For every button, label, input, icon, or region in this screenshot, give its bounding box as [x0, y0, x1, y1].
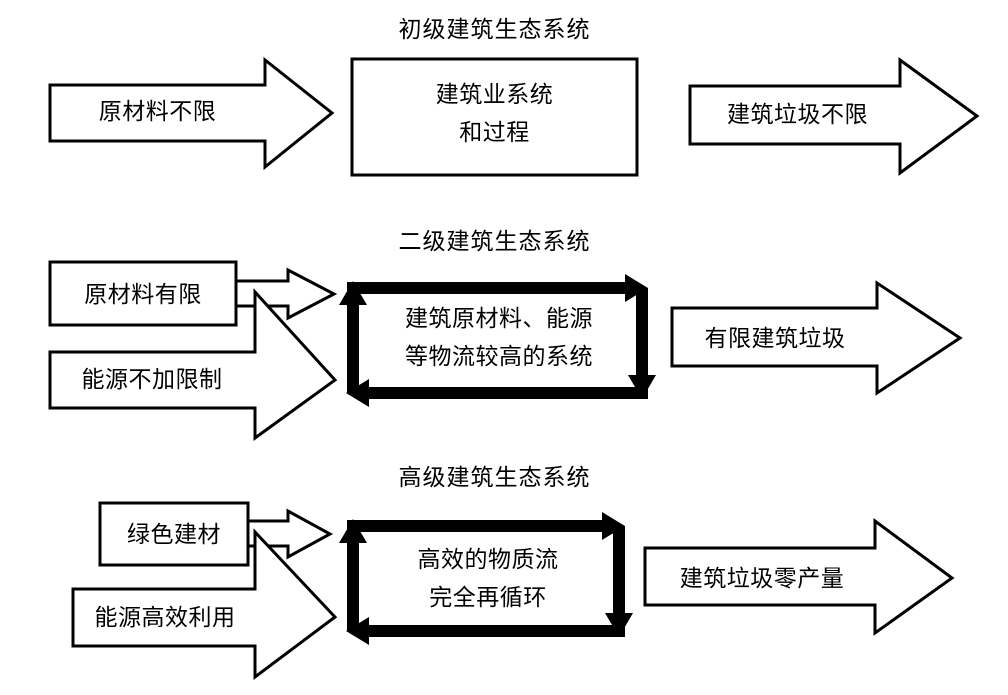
row2-input-box-connector-arrow-shape	[234, 267, 338, 321]
row1-input-arrow-shape	[48, 56, 335, 171]
row2-section-title: 二级建筑生态系统	[398, 229, 591, 255]
row3-section-title: 高级建筑生态系统	[398, 465, 591, 491]
row3-cycle-right-arrow-shape	[605, 526, 633, 637]
row1-output-arrow-label: 建筑垃圾不限	[727, 102, 868, 128]
row3-output-arrow-label: 建筑垃圾零产量	[679, 566, 845, 592]
row3-cycle-left-arrow-shape	[339, 519, 367, 631]
row1-core-box-shape	[350, 57, 639, 177]
row1-output-arrow-shape	[688, 57, 980, 176]
row2-cycle-right-arrow-shape	[628, 288, 656, 399]
row2-output-arrow-shape	[670, 280, 963, 396]
row2-input-arrow-shape	[48, 288, 338, 441]
row3-cycle-bottom-arrow-shape	[346, 617, 625, 645]
row2-cycle-left-arrow-shape	[339, 281, 367, 393]
row2-input-box-label: 原材料有限	[84, 282, 202, 308]
row2-output-arrow-label: 有限建筑垃圾	[704, 326, 846, 352]
row1-input-arrow-label: 原材料不限	[98, 99, 217, 125]
row2-cycle-label-line2: 等物流较高的系统	[405, 344, 593, 370]
row1-core-box-label-line2: 和过程	[459, 120, 530, 146]
row2-cycle-bottom-arrow-shape	[346, 379, 648, 407]
row3-input-arrow-label: 能源高效利用	[94, 605, 236, 631]
row2-input-arrow-label: 能源不加限制	[81, 367, 223, 393]
row1-section-title: 初级建筑生态系统	[398, 17, 591, 43]
row3-input-arrow-shape	[71, 528, 338, 680]
row2-cycle-top-arrow-shape	[347, 274, 648, 302]
row3-cycle-top-arrow-shape	[347, 512, 625, 540]
row3-output-arrow-shape	[643, 518, 955, 636]
row3-cycle-label-line1: 高效的物质流	[417, 547, 559, 573]
row3-input-box-label: 绿色建材	[127, 522, 221, 548]
row2-cycle-label-line1: 建筑原材料、能源	[405, 306, 593, 332]
row1-core-box-label-line1: 建筑业系统	[435, 82, 554, 108]
row3-cycle-label-line2: 完全再循环	[429, 585, 547, 611]
